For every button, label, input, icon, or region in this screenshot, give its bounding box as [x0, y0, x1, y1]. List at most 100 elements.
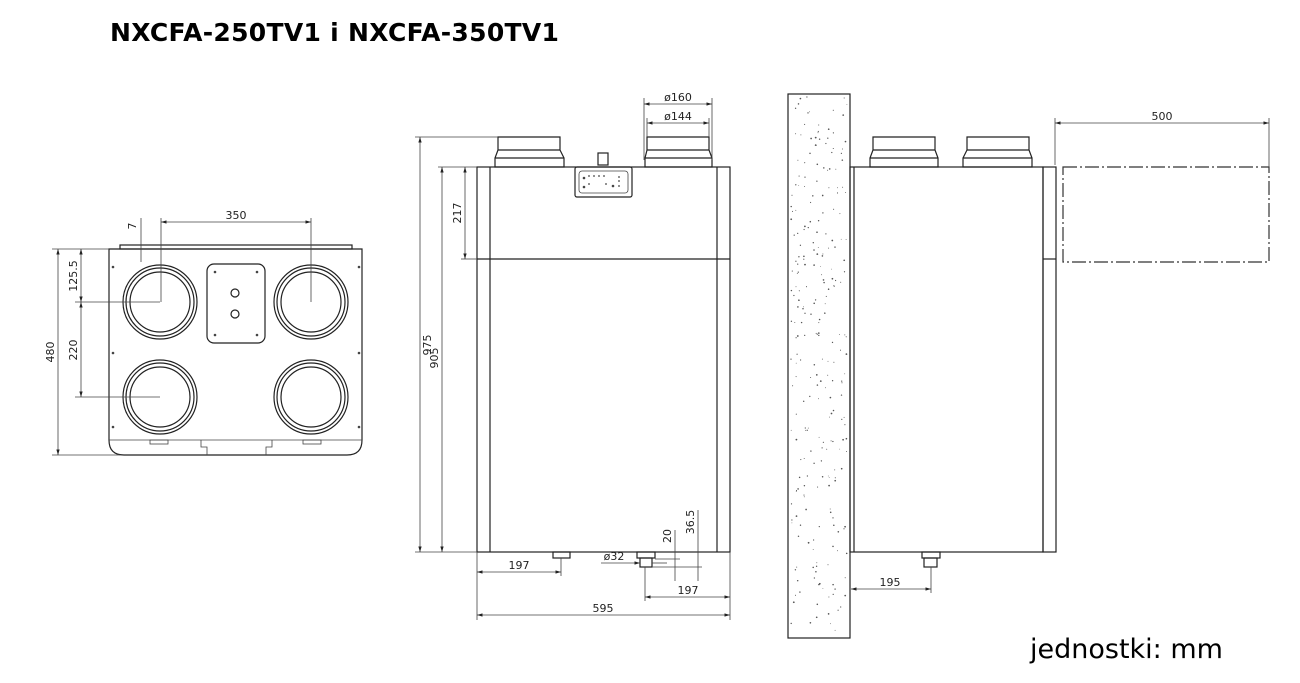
- dim-36-5: 36.5: [684, 510, 697, 535]
- wall-speckle: [844, 577, 846, 579]
- wall-speckle: [828, 168, 831, 170]
- wall-speckle: [822, 212, 824, 214]
- cable-gland: [597, 152, 609, 166]
- wall-speckle: [792, 601, 795, 604]
- wall-speckle: [844, 373, 846, 375]
- wall-speckle: [834, 479, 837, 482]
- wall-speckle: [817, 219, 820, 222]
- wall-speckle: [797, 232, 799, 235]
- wall: [787, 93, 851, 639]
- wall-speckle: [804, 427, 806, 429]
- dim-7: 7: [126, 223, 139, 230]
- wall-speckle: [806, 475, 809, 477]
- wall-speckle: [834, 469, 836, 471]
- wall-speckle: [840, 152, 843, 154]
- wall-speckle: [822, 441, 825, 443]
- wall-speckle: [819, 380, 822, 382]
- wall-speckle: [795, 376, 797, 378]
- wall-speckle: [800, 134, 802, 136]
- wall-speckle: [798, 185, 800, 186]
- wall-speckle: [803, 255, 805, 258]
- wall-speckle: [830, 412, 833, 415]
- wall-speckle: [827, 137, 829, 139]
- wall-speckle: [818, 334, 820, 337]
- dim-220: 220: [67, 340, 80, 361]
- dim-595: 595: [593, 602, 614, 615]
- wall-speckle: [803, 484, 806, 487]
- wall-speckle: [832, 132, 835, 134]
- wall-speckle: [790, 358, 792, 360]
- wall-speckle: [818, 582, 821, 585]
- wall-speckle: [839, 448, 841, 450]
- wall-speckle: [799, 591, 801, 593]
- wall-speckle: [832, 147, 834, 150]
- wall-speckle: [797, 263, 799, 265]
- wall-speckle: [805, 508, 807, 511]
- wall-speckle: [818, 322, 820, 324]
- wall-speckle: [798, 175, 800, 177]
- wall-speckle: [844, 525, 846, 528]
- front-view: ø160 ø144 975 905 217 197 ø32 20 36.5 19…: [415, 91, 731, 620]
- wall-speckle: [807, 226, 809, 229]
- wall-speckle: [805, 286, 808, 288]
- wall-speckle: [795, 362, 797, 364]
- wall-speckle: [821, 476, 824, 478]
- wall-speckle: [795, 260, 797, 262]
- wall-speckle: [844, 594, 847, 597]
- dim-905: 905: [428, 348, 441, 369]
- wall-speckle: [845, 353, 848, 355]
- wall-speckle: [841, 159, 844, 161]
- wall-speckle: [816, 603, 819, 606]
- duct-spigot-left: [494, 136, 565, 168]
- wall-speckle: [821, 447, 823, 449]
- wall-speckle: [815, 570, 817, 573]
- wall-speckle: [790, 622, 792, 625]
- wall-speckle: [797, 103, 800, 105]
- wall-speckle: [827, 360, 829, 362]
- wall-speckle: [816, 253, 819, 255]
- wall-speckle: [843, 416, 845, 418]
- wall-speckle: [814, 136, 817, 139]
- wall-speckle: [828, 596, 830, 598]
- wall-speckle: [804, 334, 806, 337]
- wall-speckle: [798, 256, 800, 258]
- wall-speckle: [837, 609, 839, 611]
- wall-speckle: [822, 253, 824, 255]
- wall-speckle: [815, 374, 818, 376]
- wall-speckle: [831, 268, 833, 270]
- wall-speckle: [802, 307, 804, 310]
- wall-speckle: [799, 97, 802, 100]
- wall-speckle: [837, 550, 838, 552]
- wall-speckle: [806, 429, 808, 431]
- wall-speckle: [843, 259, 846, 262]
- duct-spigot-side-left: [869, 136, 939, 168]
- wall-speckle: [828, 187, 830, 189]
- wall-speckle: [798, 476, 801, 479]
- wall-speckle: [797, 159, 799, 161]
- wall-speckle: [843, 271, 846, 273]
- wall-speckle: [807, 112, 809, 114]
- wall-speckle: [802, 400, 805, 403]
- wall-speckle: [834, 588, 836, 590]
- wall-speckle: [829, 508, 831, 510]
- wall-speckle: [827, 169, 829, 171]
- wall-speckle: [803, 494, 805, 496]
- wall-speckle: [796, 273, 798, 274]
- wall-speckle: [821, 358, 823, 360]
- wall-speckle: [796, 335, 799, 337]
- wall-speckle: [795, 515, 798, 517]
- wall-speckle: [795, 438, 798, 441]
- wall-speckle: [792, 385, 794, 387]
- wall-speckle: [845, 437, 848, 440]
- wall-speckle: [794, 322, 796, 323]
- wall-speckle: [816, 231, 818, 233]
- wall-speckle: [825, 295, 827, 297]
- wall-speckle: [822, 279, 825, 281]
- wall-speckle: [795, 209, 797, 211]
- wall-speckle: [810, 201, 812, 204]
- wall-speckle: [809, 111, 810, 113]
- wall-speckle: [828, 484, 830, 487]
- wall-speckle: [831, 341, 834, 344]
- wall-speckle: [791, 522, 793, 524]
- units-label: jednostki: mm: [1030, 634, 1223, 665]
